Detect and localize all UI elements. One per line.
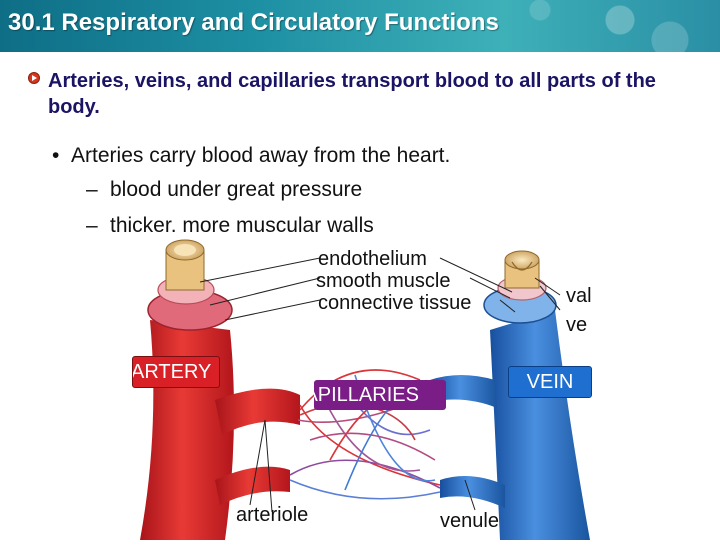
artery-tag: ARTERY [132, 356, 220, 388]
slide-heading: Arteries, veins, and capillaries transpo… [48, 70, 656, 118]
bullet-text: Arteries carry blood away from the heart… [71, 144, 451, 167]
bullet-item: • Arteries carry blood away from the hea… [52, 144, 450, 168]
endothelium-label: endothelium [318, 248, 427, 270]
arteriole-label: arteriole [236, 504, 309, 526]
leader-lines [199, 257, 561, 513]
capillary-network [289, 369, 441, 500]
sub-bullet-item: –blood under great pressure [86, 178, 362, 202]
title-bar: 30.1 Respiratory and Circulatory Functio… [0, 0, 720, 52]
valve-label-line1: val [566, 285, 592, 307]
sub-bullet-text: thicker. more muscular walls [110, 214, 374, 237]
venule-label: venule [440, 510, 499, 532]
blood-vessel-diagram: endothelium smooth muscle connective tis… [0, 230, 720, 540]
connective-tissue-label: connective tissue [318, 292, 472, 314]
capillaries-tag: CAPILLARIES [314, 380, 446, 410]
dash-icon: – [86, 178, 98, 201]
artery-vessel [140, 239, 300, 540]
slide-title: 30.1 Respiratory and Circulatory Functio… [8, 9, 499, 36]
title-bar-decoration [0, 0, 720, 52]
dash-icon: – [86, 214, 98, 237]
sub-bullet-text: blood under great pressure [110, 178, 363, 201]
bullet-dot-icon: • [52, 144, 72, 167]
sub-bullet-item: –thicker. more muscular walls [86, 214, 374, 238]
valve-label-line2: ve [566, 314, 588, 336]
smooth-muscle-label: smooth muscle [316, 270, 451, 292]
arrow-bullet-icon [28, 72, 40, 84]
vein-tag: VEIN [508, 366, 592, 398]
